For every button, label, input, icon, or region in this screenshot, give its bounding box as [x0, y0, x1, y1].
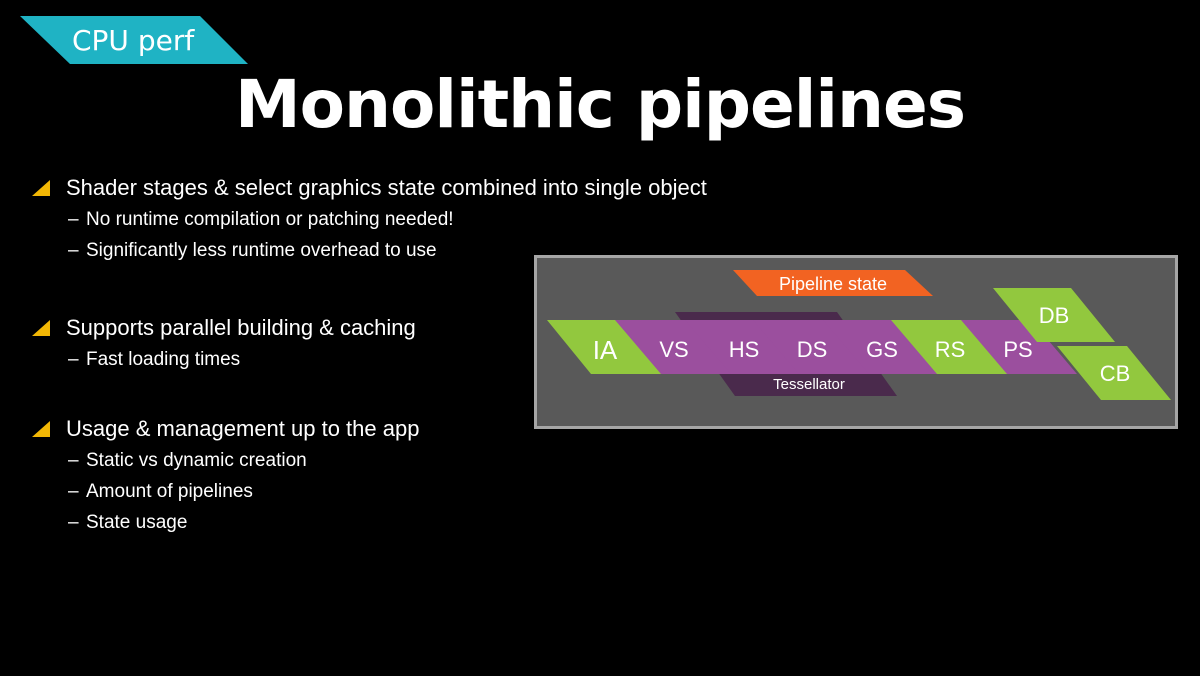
stage-gs-label: GS: [866, 337, 898, 362]
bullet-group-1: Shader stages & select graphics state co…: [32, 172, 752, 266]
sub-bullet-item: – Static vs dynamic creation: [32, 445, 752, 476]
bullet-group-2: Supports parallel building & caching – F…: [32, 312, 752, 375]
bullet-text: Usage & management up to the app: [66, 416, 420, 441]
pipeline-state-banner: [733, 270, 933, 296]
tessellator-label: Tessellator: [773, 376, 845, 393]
tag-banner-shape: [20, 16, 248, 64]
stage-ia-shape: [547, 320, 663, 374]
sub-bullet-item: – Amount of pipelines: [32, 476, 752, 507]
dash-icon: –: [68, 450, 79, 471]
bullet-item: Supports parallel building & caching: [32, 312, 752, 344]
stage-vs-shape: [615, 320, 733, 374]
triangle-bullet-icon: [32, 180, 50, 196]
pipeline-diagram: Pipeline state Tessellator IA VS HS DS G…: [534, 255, 1178, 429]
stage-ps-shape: [961, 320, 1077, 374]
pipeline-diagram-svg: Pipeline state Tessellator IA VS HS DS G…: [547, 270, 1171, 400]
stage-hs-label: HS: [729, 337, 760, 362]
triangle-bullet-icon: [32, 421, 50, 437]
dash-icon: –: [68, 512, 79, 533]
stage-ps-label: PS: [1003, 337, 1032, 362]
bullet-group-3: Usage & management up to the app – Stati…: [32, 413, 752, 538]
output-cb-shape: [1057, 346, 1171, 400]
sub-bullet-text: Static vs dynamic creation: [86, 450, 307, 471]
bullet-text: Supports parallel building & caching: [66, 315, 416, 340]
output-db-shape: [993, 288, 1115, 342]
bullet-text: Shader stages & select graphics state co…: [66, 175, 707, 200]
stage-rs-shape: [891, 320, 1009, 374]
stage-rs-label: RS: [935, 337, 966, 362]
sub-bullet-item: – State usage: [32, 507, 752, 538]
dash-icon: –: [68, 240, 79, 261]
stage-ds-shape: [753, 320, 871, 374]
tag-label: CPU perf: [72, 24, 195, 57]
sub-bullet-item: – Fast loading times: [32, 344, 752, 375]
stage-hs-shape: [685, 320, 801, 374]
sub-bullet-text: State usage: [86, 512, 188, 533]
sub-bullet-text: Amount of pipelines: [86, 481, 253, 502]
dash-icon: –: [68, 349, 79, 370]
sub-bullet-text: No runtime compilation or patching neede…: [86, 209, 454, 230]
bullet-item: Usage & management up to the app: [32, 413, 752, 445]
sub-bullet-text: Significantly less runtime overhead to u…: [86, 240, 437, 261]
sub-bullet-item: – No runtime compilation or patching nee…: [32, 204, 752, 235]
sub-bullet-item: – Significantly less runtime overhead to…: [32, 235, 752, 266]
pipeline-state-label: Pipeline state: [779, 274, 887, 294]
slide-title: Monolithic pipelines: [234, 66, 966, 143]
output-cb-label: CB: [1100, 361, 1131, 386]
dash-icon: –: [68, 481, 79, 502]
stage-gs-shape: [823, 320, 939, 374]
stage-vs-label: VS: [659, 337, 688, 362]
sub-bullet-text: Fast loading times: [86, 349, 241, 370]
section-tag: CPU perf: [0, 0, 250, 66]
dash-icon: –: [68, 209, 79, 230]
triangle-bullet-icon: [32, 320, 50, 336]
output-db-label: DB: [1039, 303, 1070, 328]
bullet-item: Shader stages & select graphics state co…: [32, 172, 752, 204]
stage-ia-label: IA: [593, 335, 618, 365]
bullet-list: Shader stages & select graphics state co…: [32, 172, 752, 538]
stage-ds-label: DS: [797, 337, 828, 362]
